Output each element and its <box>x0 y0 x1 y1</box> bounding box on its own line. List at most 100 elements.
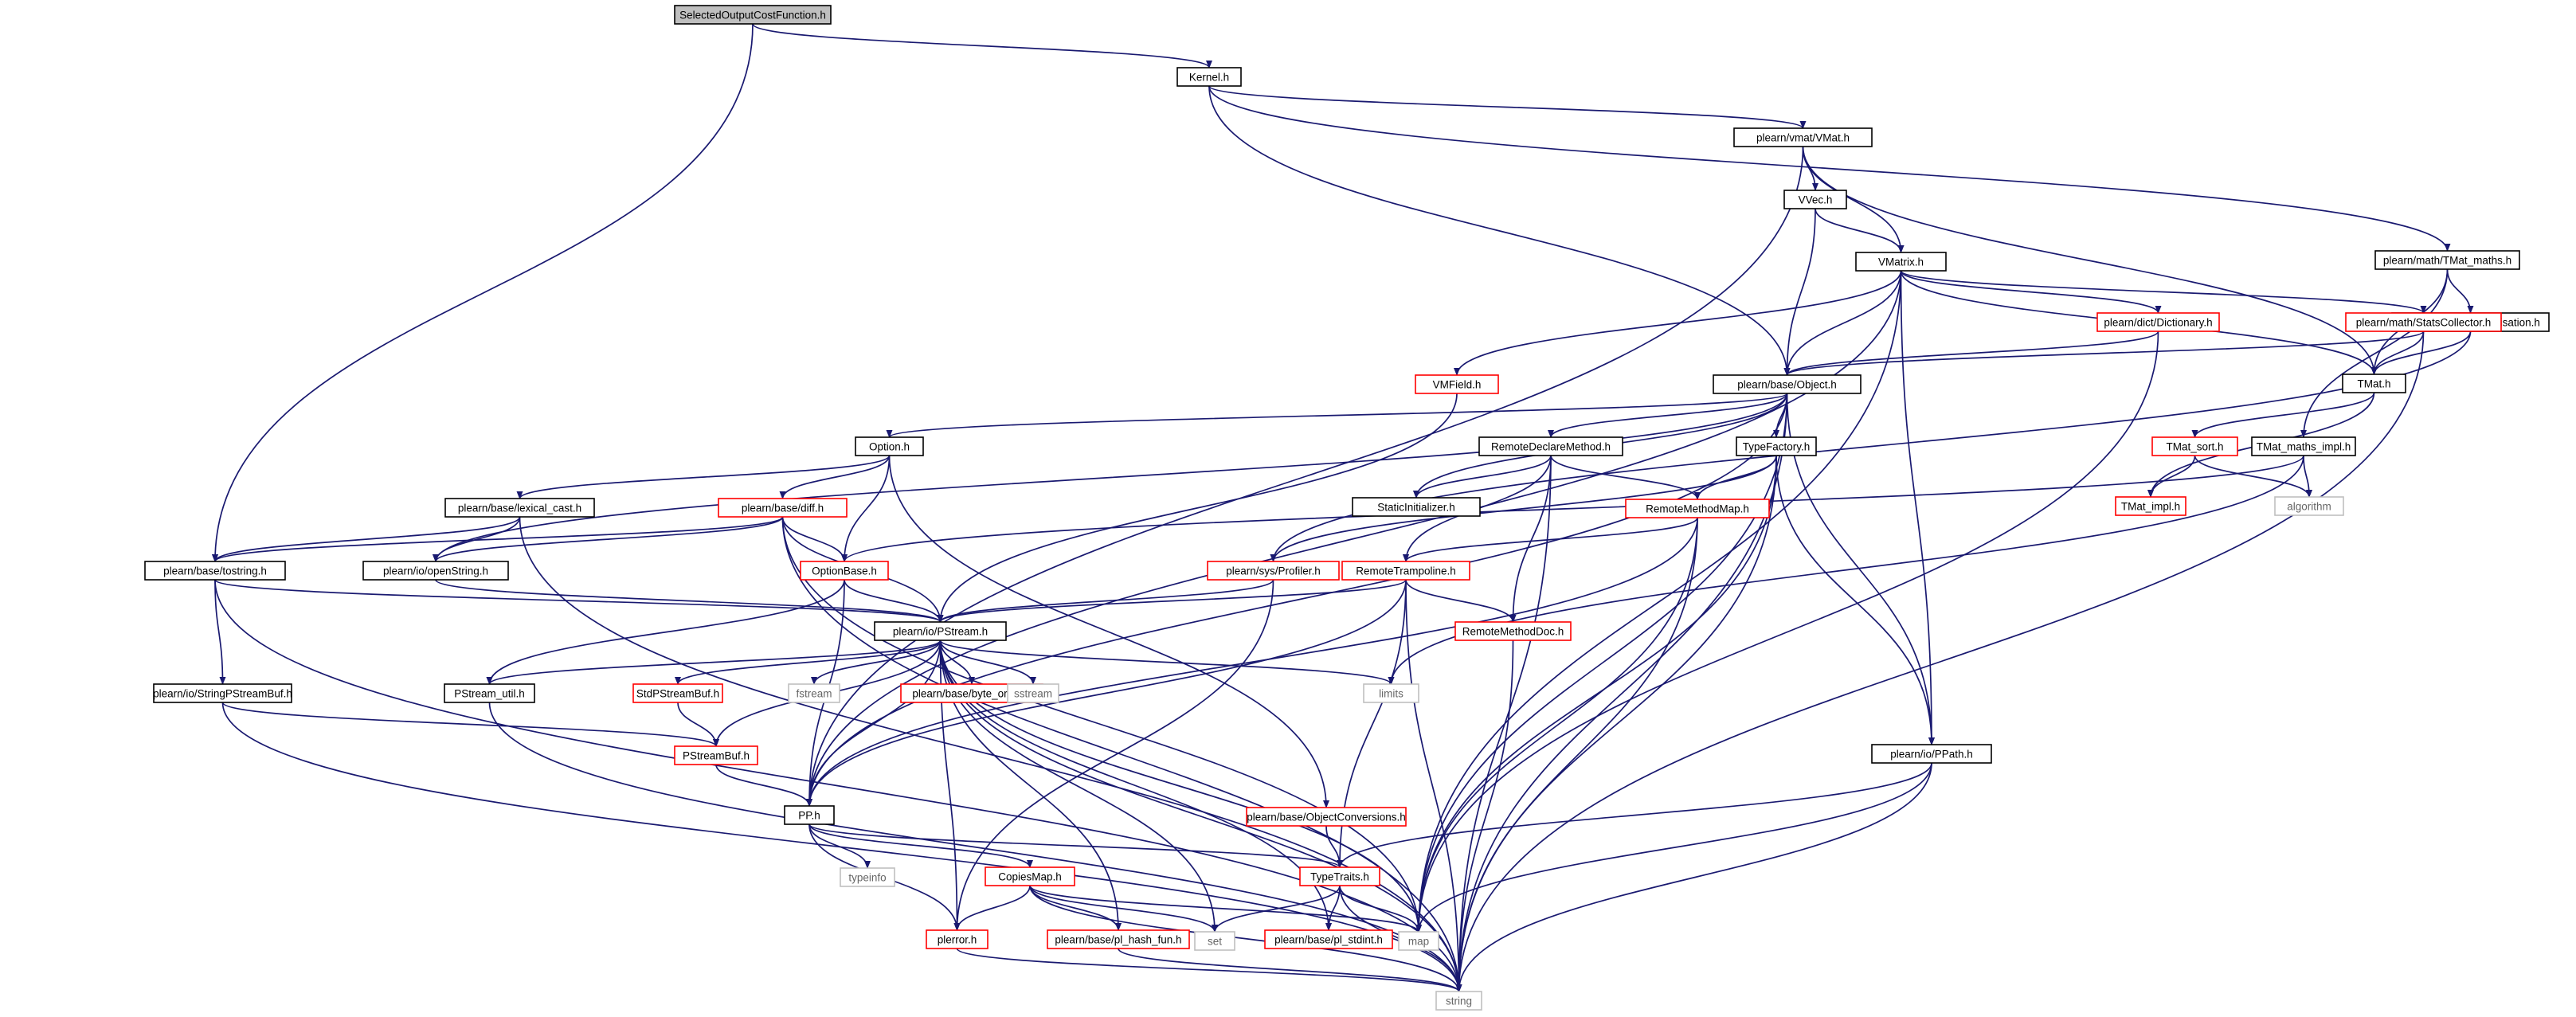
edge-remotedecl-to-remotemethoddoc <box>1509 455 1552 623</box>
node-remotemethodmap-box <box>1625 499 1770 518</box>
node-ppath[interactable]: plearn/io/PPath.h <box>1871 744 1992 764</box>
node-dictionary-box <box>2096 312 2220 332</box>
edge-pp-to-typetraits <box>808 823 1343 868</box>
node-vmat-label: plearn/vmat/VMat.h <box>1756 132 1850 144</box>
edge-pstream-to-pp <box>806 640 942 807</box>
node-pp-label: PP.h <box>798 810 820 822</box>
node-statscol-box <box>2345 312 2502 332</box>
node-remotetramp-box <box>1341 561 1470 581</box>
node-profiler[interactable]: plearn/sys/Profiler.h <box>1207 561 1340 581</box>
node-pstream[interactable]: plearn/io/PStream.h <box>874 621 1007 641</box>
node-hashfun[interactable]: plearn/base/pl_hash_fun.h <box>1047 929 1190 949</box>
edge-remotemethodmap-to-remotetramp <box>1403 517 1698 562</box>
node-vmfield[interactable]: VMField.h <box>1415 374 1499 394</box>
node-vmatrix-label: VMatrix.h <box>1878 256 1924 268</box>
node-option-label: Option.h <box>869 441 910 453</box>
node-typetraits[interactable]: TypeTraits.h <box>1299 866 1380 886</box>
node-openstring[interactable]: plearn/io/openString.h <box>362 561 509 581</box>
edge-kernel-to-vmat <box>1208 85 1807 129</box>
node-vvec[interactable]: VVec.h <box>1783 190 1847 209</box>
node-pstreamutil[interactable]: PStream_util.h <box>444 683 535 703</box>
node-tmatimpl[interactable]: TMat_impl.h <box>2115 496 2186 516</box>
edge-dictionary-to-map <box>1415 331 2159 933</box>
node-remotemethoddoc[interactable]: RemoteMethodDoc.h <box>1454 621 1572 641</box>
node-option-box <box>855 436 924 456</box>
node-tmatmaths[interactable]: plearn/math/TMat_maths.h <box>2374 250 2520 270</box>
edge-pp-to-copiesmap <box>808 823 1033 868</box>
edge-pstream-to-pstreamutil <box>486 640 942 685</box>
edge-remotedecl-to-remotemethodmap <box>1550 455 1701 500</box>
edge-typetraits-to-set <box>1212 885 1341 933</box>
node-pstreambuf[interactable]: PStreamBuf.h <box>674 745 758 765</box>
node-string: string <box>1435 991 1482 1011</box>
node-option[interactable]: Option.h <box>855 436 924 456</box>
node-lexical[interactable]: plearn/base/lexical_cast.h <box>444 498 595 518</box>
node-stdpsb[interactable]: StdPStreamBuf.h <box>632 683 723 703</box>
edge-statscol-to-string <box>1455 331 2425 992</box>
node-vmatrix[interactable]: VMatrix.h <box>1855 252 1947 272</box>
node-remotedecl-label: RemoteDeclareMethod.h <box>1491 441 1611 453</box>
node-statscol[interactable]: plearn/math/StatsCollector.h <box>2345 312 2502 332</box>
node-optionbase[interactable]: OptionBase.h <box>800 561 889 581</box>
edge-object-to-openstring <box>433 393 1788 562</box>
node-diff[interactable]: plearn/base/diff.h <box>718 498 848 518</box>
edge-vmfield-to-pstream <box>937 393 1458 623</box>
node-stringpsb-box <box>153 683 292 703</box>
node-copiesmap[interactable]: CopiesMap.h <box>985 866 1075 886</box>
node-kernel[interactable]: Kernel.h <box>1176 67 1242 87</box>
edge-stdpsb-to-pstreambuf <box>677 702 719 747</box>
edge-vvec-to-vmatrix <box>1815 208 1905 253</box>
node-objconv[interactable]: plearn/base/ObjectConversions.h <box>1246 807 1407 827</box>
node-tmatmathsimpl[interactable]: TMat_maths_impl.h <box>2251 436 2356 456</box>
node-tmat[interactable]: TMat.h <box>2342 374 2406 393</box>
edge-kernel-to-object <box>1208 85 1791 376</box>
node-remotetramp[interactable]: RemoteTrampoline.h <box>1341 561 1470 581</box>
edge-perror-to-string <box>956 948 1462 992</box>
edge-object-to-option <box>886 393 1788 438</box>
edge-typefactory-to-profiler <box>1270 455 1777 562</box>
node-remotemethoddoc-label: RemoteMethodDoc.h <box>1462 626 1564 638</box>
node-remotedecl-box <box>1478 436 1623 456</box>
edge-diff-to-optionbase <box>781 516 848 562</box>
node-typefactory[interactable]: TypeFactory.h <box>1736 436 1817 456</box>
node-stdint[interactable]: plearn/base/pl_stdint.h <box>1264 929 1393 949</box>
edge-hashfun-to-string <box>1118 948 1462 992</box>
node-pstreamutil-box <box>444 683 535 703</box>
node-remotedecl[interactable]: RemoteDeclareMethod.h <box>1478 436 1623 456</box>
node-tmat-label: TMat.h <box>2357 378 2390 390</box>
node-dictionary[interactable]: plearn/dict/Dictionary.h <box>2096 312 2220 332</box>
node-root[interactable]: SelectedOutputCostFunction.h <box>674 5 832 25</box>
node-typefactory-label: TypeFactory.h <box>1743 441 1811 453</box>
node-tostring[interactable]: plearn/base/tostring.h <box>144 561 286 581</box>
node-perror[interactable]: plerror.h <box>926 929 989 949</box>
edge-option-to-objconv <box>888 455 1329 808</box>
node-pstreamutil-label: PStream_util.h <box>454 688 525 700</box>
node-pstream-label: plearn/io/PStream.h <box>893 626 988 638</box>
node-lexical-label: plearn/base/lexical_cast.h <box>458 503 581 514</box>
node-tmatimpl-label: TMat_impl.h <box>2121 501 2180 513</box>
node-stringpsb[interactable]: plearn/io/StringPStreamBuf.h <box>153 683 292 703</box>
edge-remotemethodmap-to-string <box>1455 517 1698 992</box>
node-object[interactable]: plearn/base/Object.h <box>1713 374 1862 394</box>
edge-stringpsb-to-pstreambuf <box>221 702 719 747</box>
edge-remotetramp-to-remotemethoddoc <box>1405 579 1517 623</box>
node-typeinfo-box <box>840 867 895 887</box>
edge-tmat-to-tmatsort <box>2191 392 2375 438</box>
node-stringpsb-label: plearn/io/StringPStreamBuf.h <box>153 688 292 700</box>
node-staticinit[interactable]: StaticInitializer.h <box>1352 497 1481 517</box>
node-object-label: plearn/base/Object.h <box>1737 379 1837 391</box>
node-tmatmathsimpl-label: TMat_maths_impl.h <box>2257 441 2351 453</box>
edge-objconv-to-typetraits <box>1325 825 1343 868</box>
node-tostring-label: plearn/base/tostring.h <box>163 565 267 577</box>
edge-object-to-pp <box>806 393 1788 807</box>
node-tmatsort[interactable]: TMat_sort.h <box>2151 436 2238 456</box>
node-remotemethodmap[interactable]: RemoteMethodMap.h <box>1625 499 1770 518</box>
node-copiesmap-box <box>985 866 1075 886</box>
node-kernel-label: Kernel.h <box>1189 72 1229 84</box>
node-hashfun-box <box>1047 929 1190 949</box>
node-pp[interactable]: PP.h <box>784 805 835 825</box>
node-object-box <box>1713 374 1862 394</box>
edge-profiler-to-pstream <box>937 579 1274 623</box>
node-vmat[interactable]: plearn/vmat/VMat.h <box>1733 127 1873 147</box>
node-tmat-box <box>2342 374 2406 393</box>
